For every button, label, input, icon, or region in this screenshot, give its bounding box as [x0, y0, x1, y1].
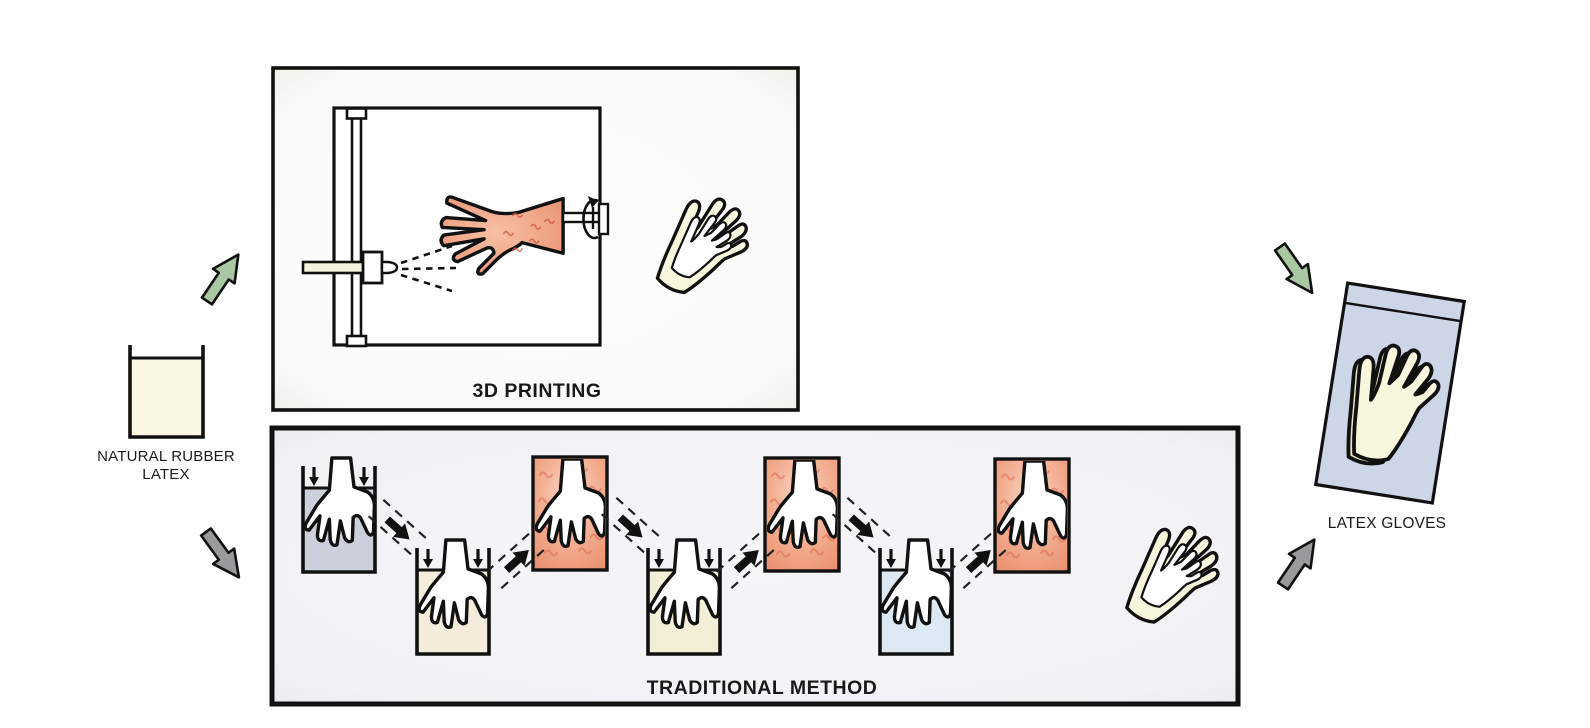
dip-tank-3	[646, 538, 722, 656]
oven-panel-2	[765, 458, 839, 571]
arrow-from-traditional-icon	[1270, 531, 1327, 595]
latex-liquid	[128, 356, 205, 439]
source-label-line1: NATURAL RUBBER	[97, 448, 235, 465]
spindle-rotation	[561, 196, 610, 240]
arrow-to-3d-printing-icon	[194, 246, 251, 310]
spray-mist-icon	[400, 244, 457, 293]
printer-chamber	[301, 106, 610, 348]
dip-tank-4	[878, 538, 954, 656]
panel-traditional: TRADITIONAL METHOD	[269, 425, 1241, 707]
output-label: LATEX GLOVES	[1328, 515, 1446, 532]
latex-gloves-package	[1313, 281, 1467, 505]
dip-tank-2	[415, 538, 491, 656]
beaker-walls	[128, 345, 205, 439]
panel-3d-printing-title: 3D PRINTING	[472, 380, 601, 402]
panel-3d-printing: 3D PRINTING	[271, 66, 800, 412]
package-seal	[1344, 301, 1462, 323]
arrow-from-3d-printing-icon	[1268, 238, 1325, 302]
oven-panel-3	[995, 459, 1069, 572]
dip-tank-1	[301, 456, 377, 574]
oven-panel-1	[533, 457, 607, 570]
feed-arm	[301, 260, 366, 275]
source-label-line2: LATEX	[142, 466, 189, 483]
printer-rail	[345, 107, 368, 348]
arrow-to-traditional-icon	[194, 523, 251, 587]
spray-nozzle	[361, 250, 399, 285]
panel-traditional-title: TRADITIONAL METHOD	[647, 677, 878, 699]
natural-rubber-latex-beaker	[128, 345, 205, 439]
